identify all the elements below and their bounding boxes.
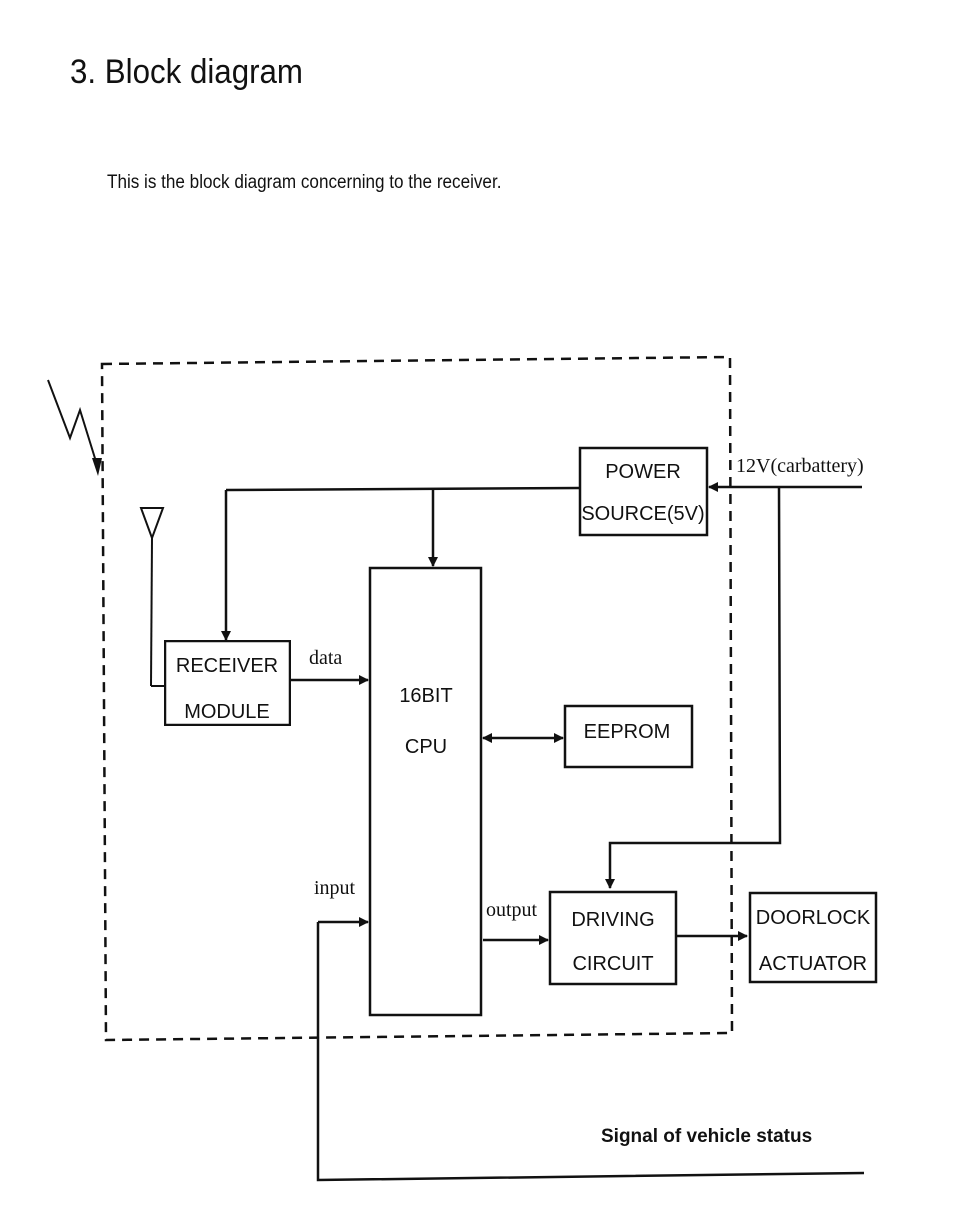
power-source-block: POWER SOURCE(5V) — [580, 448, 707, 535]
receiver-module-label-2: MODULE — [184, 701, 270, 723]
receiver-module-label-1: RECEIVER — [176, 655, 278, 677]
data-label: data — [309, 647, 342, 669]
rf-signal-icon — [48, 380, 102, 476]
cpu-label-1: 16BIT — [399, 685, 452, 707]
antenna-icon — [141, 508, 165, 686]
cpu-label-2: CPU — [405, 736, 447, 758]
receiver-module-block: RECEIVER MODULE — [165, 641, 290, 725]
driving-circuit-block: DRIVING CIRCUIT — [550, 892, 676, 984]
doorlock-actuator-label-2: ACTUATOR — [759, 953, 867, 975]
power-source-label-2: SOURCE(5V) — [581, 503, 704, 525]
power-source-label-1: POWER — [605, 461, 681, 483]
driving-circuit-label-1: DRIVING — [571, 909, 654, 931]
driving-circuit-label-2: CIRCUIT — [572, 953, 653, 975]
vehicle-signal-label: Signal of vehicle status — [601, 1126, 812, 1147]
eeprom-label: EEPROM — [584, 721, 671, 743]
power-bus-line — [226, 488, 580, 490]
eeprom-block: EEPROM — [565, 706, 692, 767]
doorlock-actuator-label-1: DOORLOCK — [756, 907, 871, 929]
cpu-block: 16BIT CPU — [370, 568, 481, 1015]
input-label: input — [314, 877, 356, 899]
doorlock-actuator-block: DOORLOCK ACTUATOR — [750, 893, 876, 982]
supply-label: 12V(carbattery) — [736, 455, 864, 477]
output-label: output — [486, 899, 538, 921]
supply-branch-line — [610, 487, 780, 888]
